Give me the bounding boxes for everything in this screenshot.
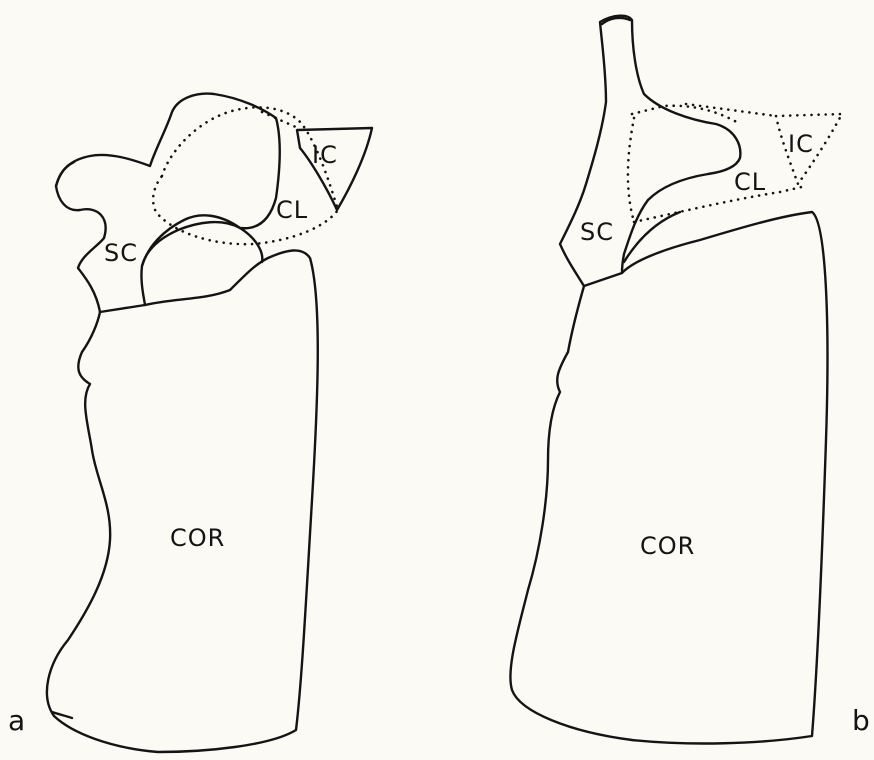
panel-a-clavicle-dotted xyxy=(153,107,338,244)
panel-a-label-ic: IC xyxy=(312,141,338,169)
panel-a-label-sc: SC xyxy=(104,239,138,267)
panel-a-scapula-outline xyxy=(56,94,280,312)
panel-a: IC CL SC COR a xyxy=(8,94,372,752)
panel-a-acromion-tip xyxy=(56,162,74,186)
panel-a-label-cor: COR xyxy=(170,524,225,552)
panel-b: IC CL SC COR b xyxy=(510,16,869,744)
panel-a-coracoid-outline xyxy=(47,250,318,752)
panel-a-label-cl: CL xyxy=(276,196,308,224)
panel-b-interclavicle-link xyxy=(686,104,776,116)
panel-b-label-cor: COR xyxy=(640,532,695,560)
panel-b-label-cl: CL xyxy=(734,168,766,196)
panel-b-coracoid-outline xyxy=(510,212,827,743)
panel-b-label-sc: SC xyxy=(580,218,614,246)
panel-a-clavicle-link xyxy=(262,112,298,128)
panel-a-letter: a xyxy=(8,704,25,737)
panel-b-letter: b xyxy=(852,704,870,737)
panel-b-label-ic: IC xyxy=(788,130,814,158)
